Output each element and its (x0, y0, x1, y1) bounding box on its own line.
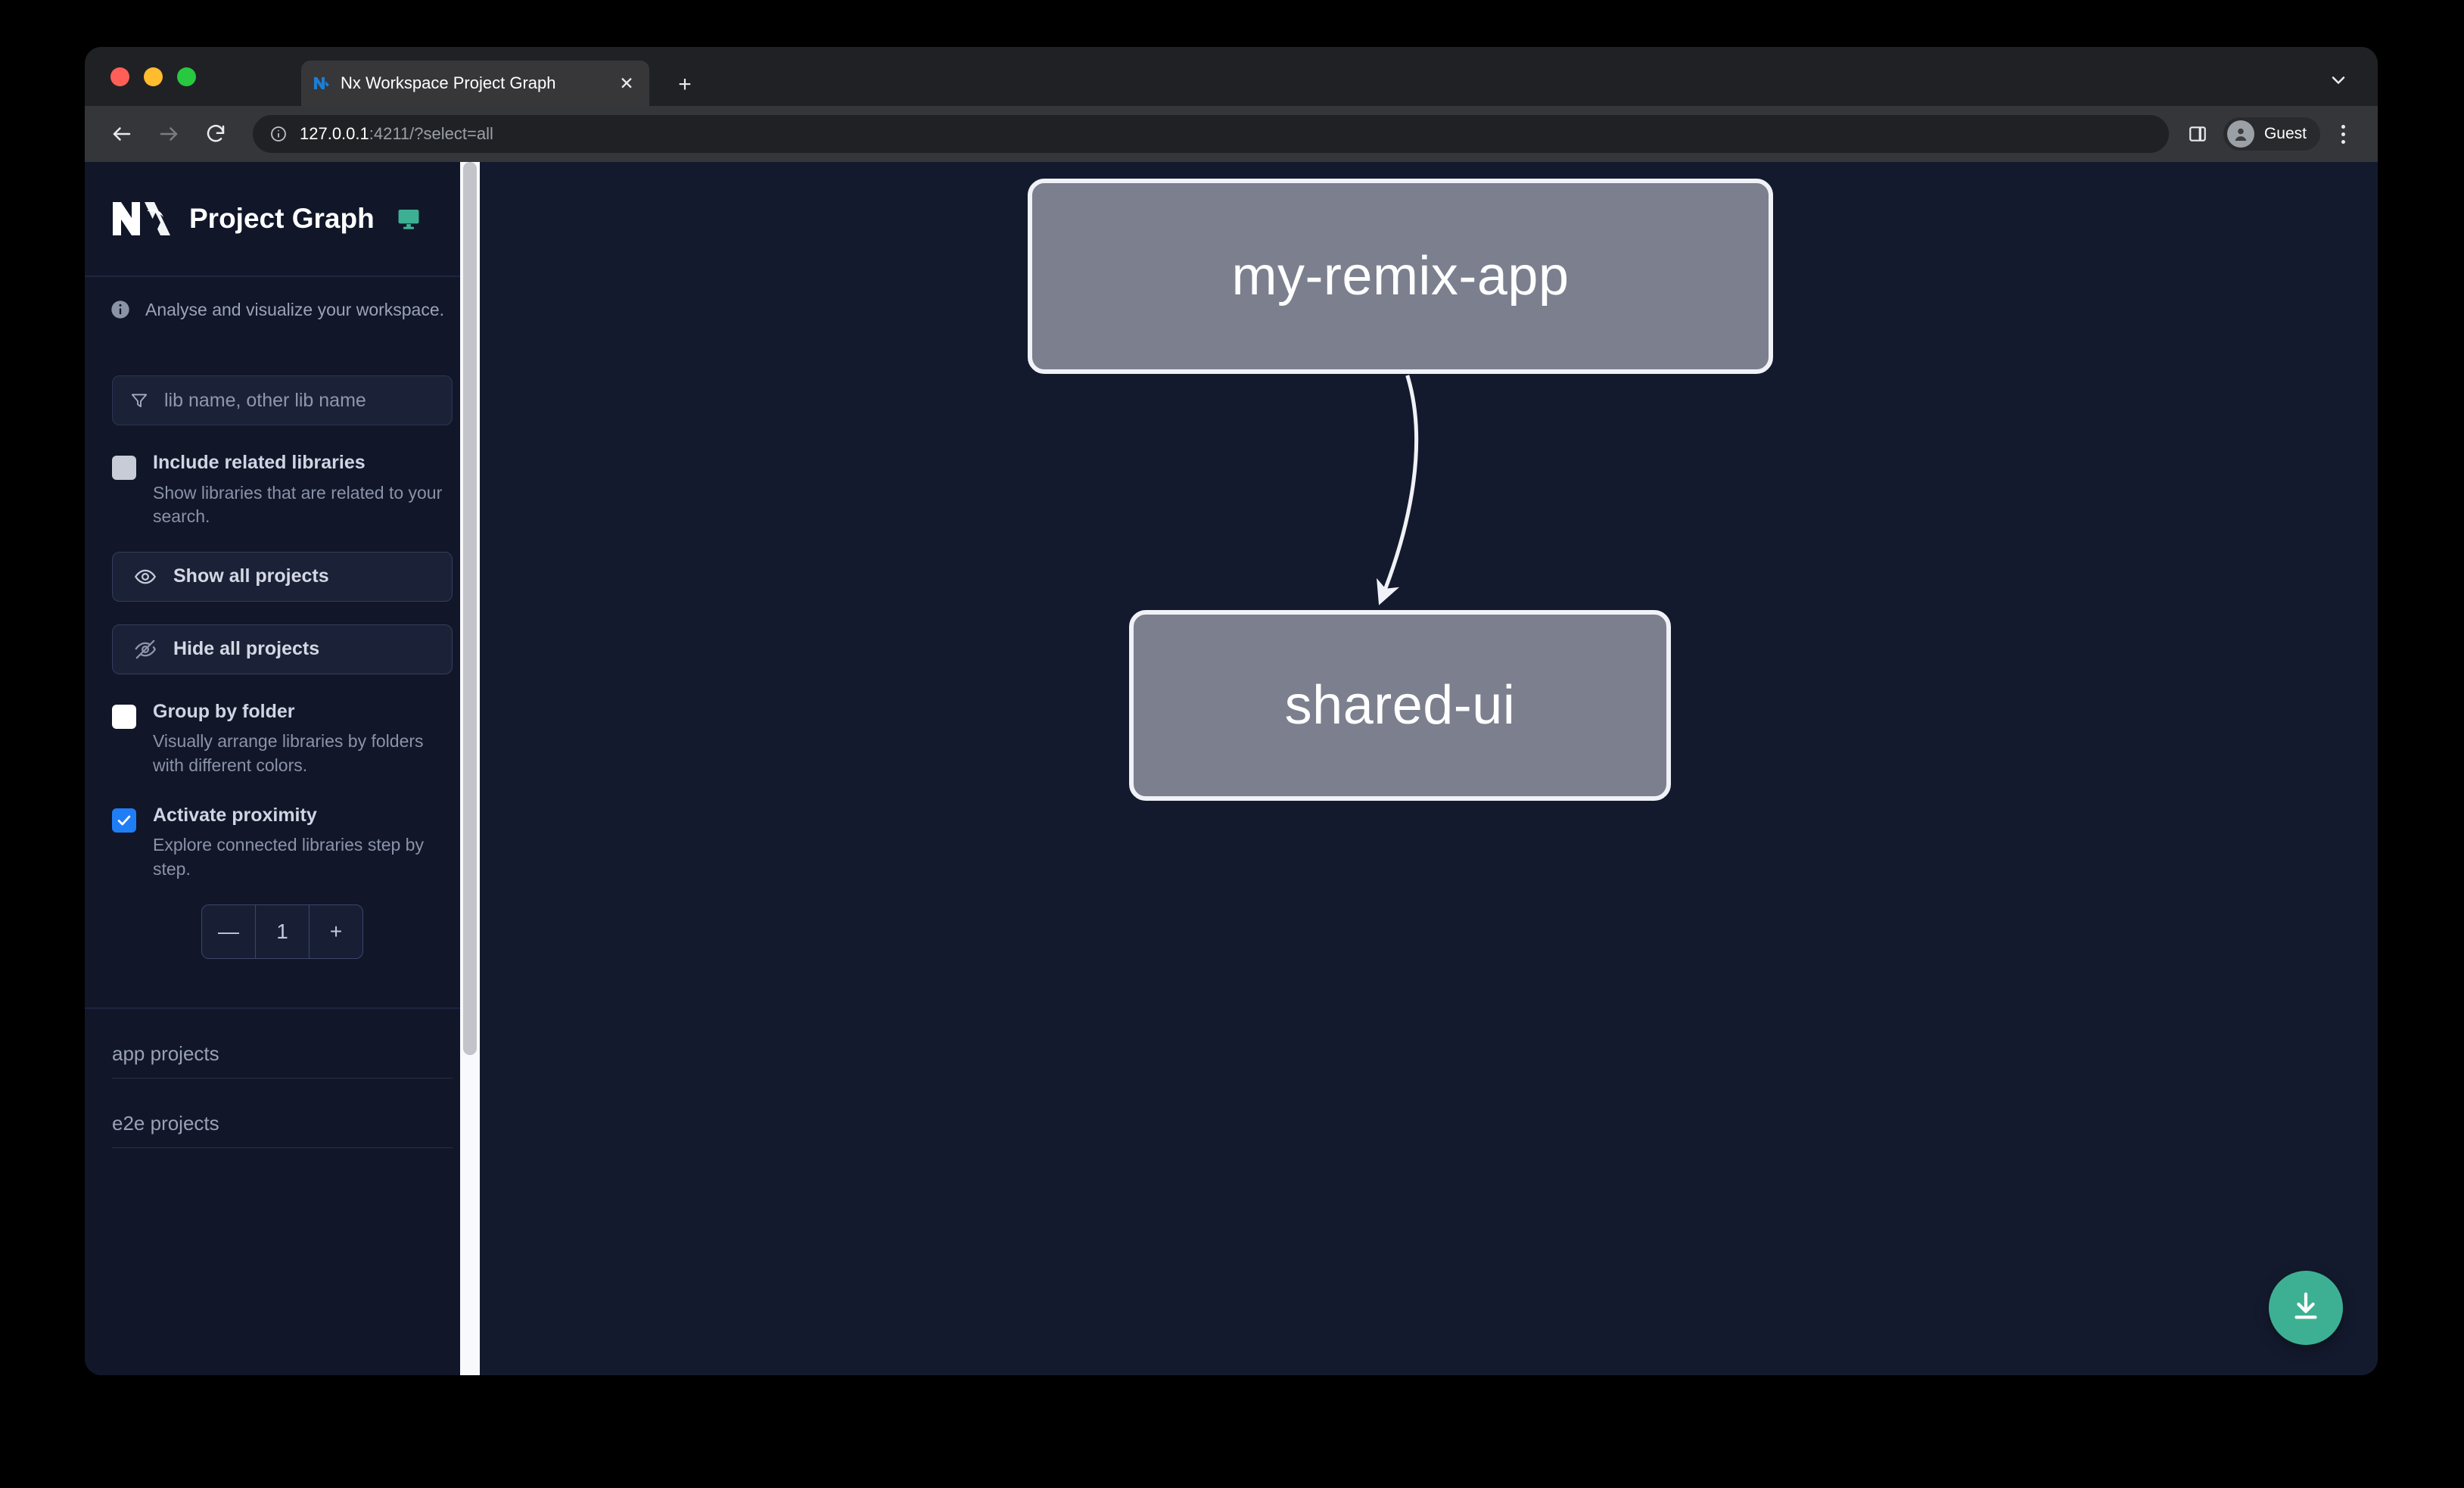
include-related-libraries-checkbox[interactable] (112, 456, 136, 480)
sidebar-scrollbar[interactable] (460, 162, 480, 1375)
page-title: Project Graph (189, 203, 375, 234)
plus-icon[interactable]: + (678, 72, 692, 97)
minimize-window-button[interactable] (144, 67, 163, 86)
graph-node-label: my-remix-app (1231, 246, 1570, 307)
sidebar-subtitle-row: Analyse and visualize your workspace. (85, 277, 480, 342)
app-projects-label: app projects (112, 1041, 219, 1065)
group-by-folder-checkbox[interactable] (112, 704, 136, 729)
monitor-icon[interactable] (394, 204, 423, 233)
include-related-libraries-description: Show libraries that are related to your … (153, 482, 443, 527)
close-icon[interactable]: ✕ (619, 73, 634, 93)
sidebar-item-e2e-projects[interactable]: e2e projects (112, 1112, 453, 1148)
arrow-right-icon[interactable] (151, 117, 186, 151)
three-dots-vertical-icon[interactable] (2328, 119, 2358, 149)
page-content: Project Graph Analy (85, 162, 2378, 1375)
sidebar-scrollbar-thumb[interactable] (463, 162, 477, 1055)
download-icon (2288, 1289, 2323, 1328)
profile-chip[interactable]: Guest (2223, 117, 2320, 151)
side-panel-icon[interactable] (2182, 119, 2213, 149)
proximity-stepper: — 1 + (201, 904, 363, 959)
group-by-folder-row[interactable]: Group by folder Visually arrange librari… (112, 700, 453, 778)
eye-icon (132, 564, 158, 590)
proximity-decrement-button[interactable]: — (218, 919, 239, 943)
show-all-projects-button[interactable]: Show all projects (112, 551, 453, 602)
browser-window: Nx Workspace Project Graph ✕ + (85, 47, 2378, 1375)
maximize-window-button[interactable] (177, 67, 196, 86)
include-related-libraries-row[interactable]: Include related libraries Show libraries… (112, 452, 453, 529)
show-all-projects-label: Show all projects (173, 565, 329, 587)
search-field[interactable] (112, 375, 453, 425)
activate-proximity-body: Activate proximity Explore connected lib… (153, 805, 453, 882)
browser-tab-title: Nx Workspace Project Graph (341, 73, 556, 92)
filter-funnel-icon (128, 389, 151, 412)
activate-proximity-checkbox[interactable] (112, 808, 136, 833)
sidebar-header: Project Graph (85, 162, 480, 277)
activate-proximity-row[interactable]: Activate proximity Explore connected lib… (112, 805, 453, 882)
sidebar-divider (85, 1007, 480, 1009)
sidebar-scroll-region: Include related libraries Show libraries… (85, 342, 480, 1375)
browser-tab-strip: Nx Workspace Project Graph ✕ + (85, 47, 2378, 106)
address-bar-url: 127.0.0.1:4211/?select=all (300, 124, 493, 144)
sidebar-subtitle: Analyse and visualize your workspace. (145, 299, 445, 319)
sidebar: Project Graph Analy (85, 162, 480, 1375)
group-by-folder-label: Group by folder (153, 700, 295, 722)
address-bar[interactable]: 127.0.0.1:4211/?select=all (253, 115, 2169, 153)
arrow-left-icon[interactable] (104, 117, 139, 151)
hide-all-projects-label: Hide all projects (173, 638, 320, 660)
e2e-projects-label: e2e projects (112, 1111, 219, 1135)
proximity-value: 1 (255, 904, 309, 958)
reload-icon[interactable] (198, 117, 233, 151)
url-host: 127.0.0.1 (300, 124, 369, 143)
download-button[interactable] (2269, 1271, 2343, 1345)
include-related-libraries-body: Include related libraries Show libraries… (153, 452, 453, 529)
nx-logo-icon (312, 73, 331, 93)
proximity-increment-button[interactable]: + (309, 904, 362, 958)
info-circle-icon[interactable] (268, 123, 289, 145)
browser-tab[interactable]: Nx Workspace Project Graph ✕ (301, 61, 649, 106)
group-by-folder-body: Group by folder Visually arrange librari… (153, 700, 453, 778)
project-graph-canvas[interactable]: my-remix-app shared-ui (480, 162, 2378, 1375)
nx-logo-icon (109, 198, 173, 240)
graph-node-label: shared-ui (1284, 675, 1516, 736)
sidebar-item-app-projects[interactable]: app projects (112, 1042, 453, 1079)
window-traffic-lights (110, 67, 196, 86)
include-related-libraries-label: Include related libraries (153, 452, 366, 473)
graph-edges (1377, 375, 1419, 605)
group-by-folder-description: Visually arrange libraries by folders wi… (153, 731, 424, 776)
graph-node-my-remix-app[interactable]: my-remix-app (1028, 179, 1773, 374)
close-window-button[interactable] (110, 67, 129, 86)
activate-proximity-label: Activate proximity (153, 804, 317, 826)
profile-name: Guest (2263, 125, 2307, 142)
browser-toolbar: 127.0.0.1:4211/?select=all Guest (85, 106, 2378, 162)
hide-all-projects-button[interactable]: Hide all projects (112, 624, 453, 674)
search-input[interactable] (164, 389, 437, 412)
user-avatar-icon (2226, 120, 2254, 148)
graph-node-shared-ui[interactable]: shared-ui (1129, 610, 1671, 801)
activate-proximity-description: Explore connected libraries step by step… (153, 835, 424, 879)
chevron-down-icon[interactable] (2325, 67, 2352, 94)
eye-off-icon (132, 637, 158, 662)
url-path: :4211/?select=all (369, 124, 493, 143)
info-circle-icon (109, 298, 132, 321)
